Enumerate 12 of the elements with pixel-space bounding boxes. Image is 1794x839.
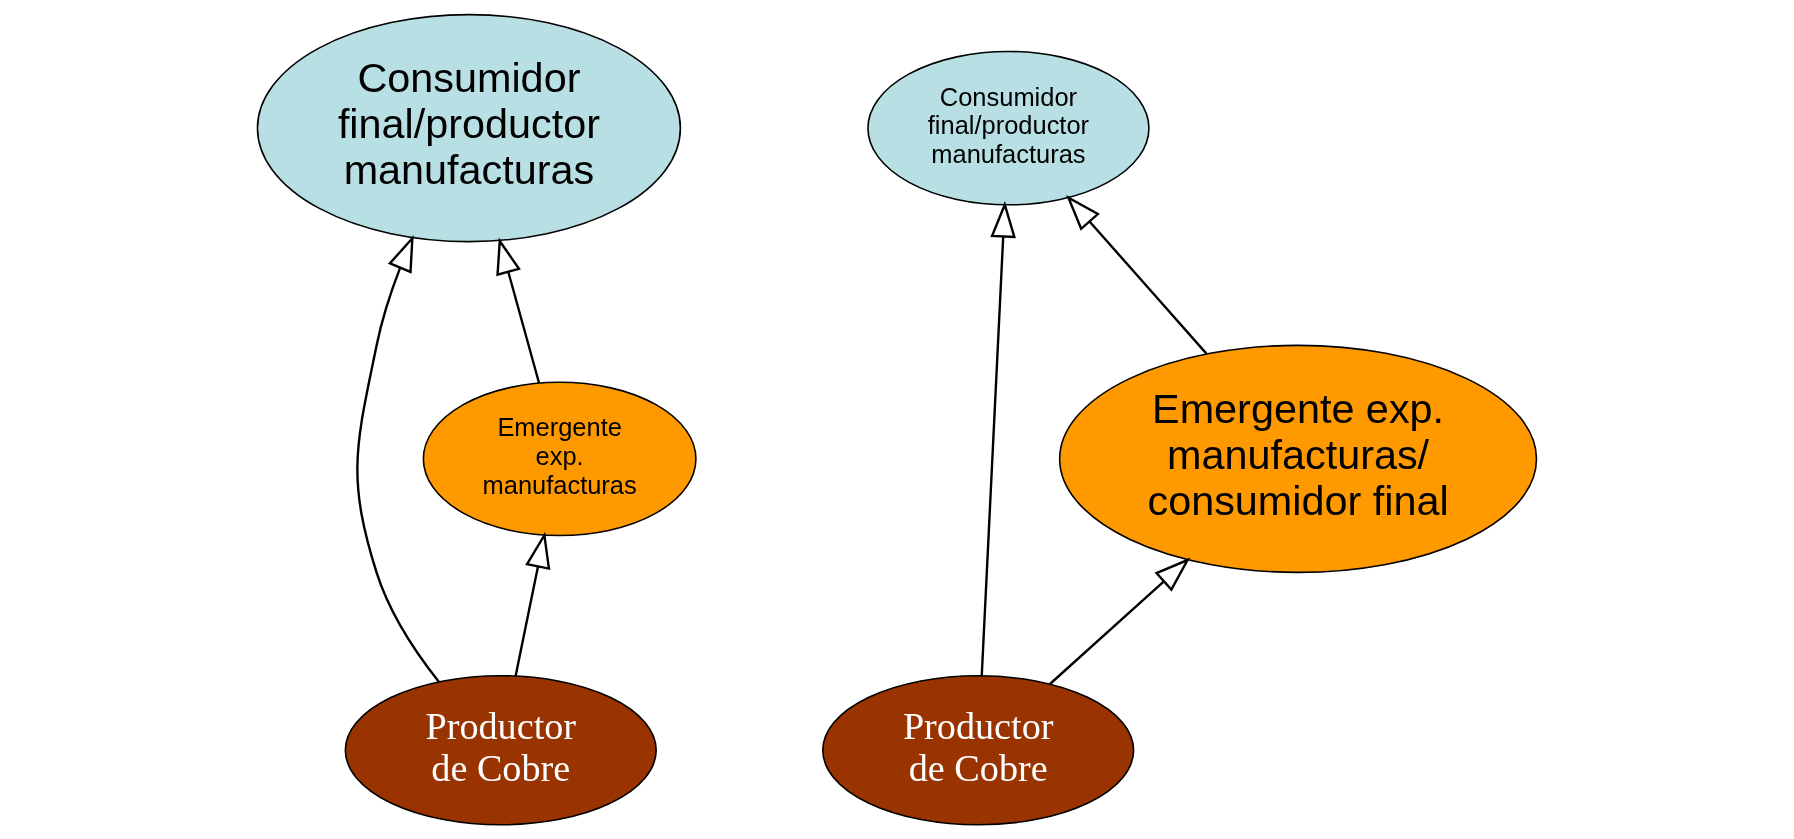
arrow bbox=[356, 234, 440, 683]
arrow bbox=[1049, 557, 1191, 685]
arrow bbox=[496, 237, 541, 384]
node-ellipse: Emergente exp. manufacturas/ consumidor final bbox=[1058, 344, 1538, 574]
node-ellipse: Consumidor final/productor manufacturas bbox=[867, 50, 1150, 206]
node-ellipse: Emergente exp. manufacturas bbox=[422, 381, 697, 537]
arrow bbox=[1066, 194, 1208, 355]
node-ellipse: Productor de Cobre bbox=[821, 674, 1135, 826]
arrow bbox=[980, 201, 1016, 676]
arrow bbox=[514, 531, 551, 677]
node-ellipse: Consumidor final/productor manufacturas bbox=[256, 13, 682, 243]
node-ellipse: Productor de Cobre bbox=[344, 674, 657, 826]
